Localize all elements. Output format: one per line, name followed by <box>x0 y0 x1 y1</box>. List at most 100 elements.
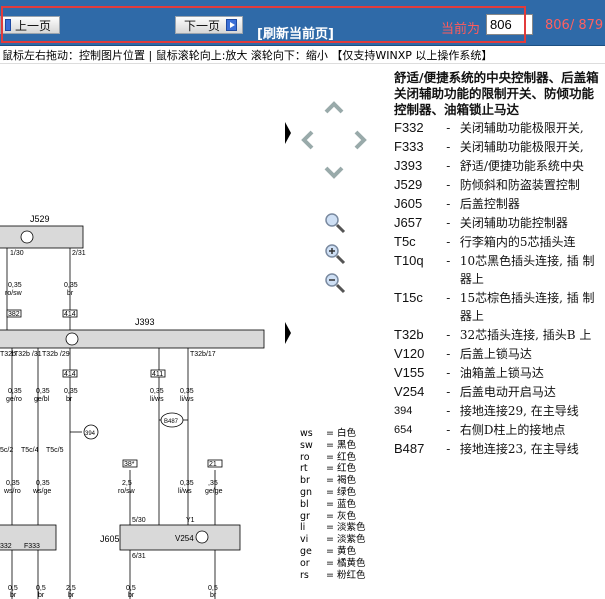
label-t32b31: T32b /31 <box>14 351 42 358</box>
label-j605: J605 <box>100 534 120 544</box>
legend-desc: 10芯黑色插头连接, 插 制器上 <box>459 254 595 286</box>
label-1-30: 1/30 <box>10 250 24 257</box>
wire-color-eq: = <box>326 475 337 487</box>
wire-color-item: li= 淡紫色 <box>300 522 380 534</box>
legend-row: T10q-10芯黑色插头连接, 插 制器上 <box>394 252 605 288</box>
legend-row: J657-关闭辅助功能控制器 <box>394 214 605 232</box>
wire-color-name: 橘黄色 <box>336 557 366 569</box>
label-t5c5: T5c/5 <box>46 447 64 454</box>
label-c4: 0,35 <box>150 388 164 395</box>
label-b487: B487 <box>164 419 179 425</box>
wire-color-name: 黄色 <box>336 545 356 557</box>
wire-color-code: ws <box>300 428 313 439</box>
wire-color-item: ge= 黄色 <box>300 546 380 558</box>
label-c2c: ge/bl <box>34 396 50 403</box>
label-b3: 2,5 <box>66 585 76 592</box>
label-414: 414 <box>64 311 76 318</box>
legend-dash: - <box>446 197 451 211</box>
wire-color-name: 淡紫色 <box>336 522 366 534</box>
wire-color-eq: = <box>326 569 337 581</box>
label-d1c: ws/ro <box>3 488 21 495</box>
legend-row: V120-后盖上锁马达 <box>394 345 605 363</box>
legend-code: J393 <box>394 158 423 173</box>
label-c1: 0,35 <box>8 388 22 395</box>
wire-color-eq: = <box>326 428 337 439</box>
legend-code: F333 <box>394 139 424 154</box>
label-d4c: li/ws <box>178 488 192 495</box>
label-b2c: br <box>38 592 45 599</box>
wire-color-code: rt <box>300 463 308 475</box>
legend-desc: 舒适/便捷功能系统中央 <box>459 159 584 173</box>
label-j393: J393 <box>135 317 155 327</box>
label-382: 382 <box>8 311 20 318</box>
label-b5: 0,5 <box>208 585 218 592</box>
label-414b: 414 <box>64 371 76 378</box>
wiring-diagram[interactable]: J529 J393 J605 V254 F333 1/30 2/31 0,35 … <box>0 88 266 599</box>
wire-color-name: 白色 <box>336 428 356 439</box>
label-c5c: li/ws <box>180 396 194 403</box>
right-arrow-icon <box>226 19 238 31</box>
left-edge-arrow-icon[interactable] <box>285 122 291 144</box>
legend-dash: - <box>446 254 451 268</box>
label-c1c: ge/ro <box>6 396 22 403</box>
legend-row: J393-舒适/便捷功能系统中央 <box>394 157 605 175</box>
usage-hint: 鼠标左右拖动：控制图片位置 | 鼠标滚轮向上:放大 滚轮向下：缩小 【仅支持WI… <box>0 47 605 64</box>
legend-desc: 右侧D柱上的接地点 <box>459 423 566 437</box>
page-number-input[interactable] <box>486 14 533 35</box>
label-2-31: 2/31 <box>72 250 86 257</box>
label-d5: ,35 <box>208 480 218 487</box>
label-d5c: ge/ge <box>205 488 223 495</box>
label-21: 21 <box>209 461 217 468</box>
legend-row: J529-防倾斜和防盗装置控制 <box>394 176 605 194</box>
label-c2: 0,35 <box>36 388 50 395</box>
zoom-reset-icon[interactable] <box>325 213 346 234</box>
wire-color-code: ro <box>300 451 310 463</box>
prev-page-label: 上一页 <box>15 18 52 33</box>
label-6-31: 6/31 <box>132 553 146 560</box>
legend-dash: - <box>446 442 451 456</box>
wire-color-name: 灰色 <box>336 510 356 522</box>
wire-color-name: 粉红色 <box>336 569 366 581</box>
legend-row: F332-关闭辅助功能极限开关, <box>394 119 605 137</box>
label-d2: 0,35 <box>36 480 50 487</box>
wire-color-name: 黑色 <box>336 439 356 451</box>
wire-color-code: gn <box>300 486 313 498</box>
wire-color-eq: = <box>326 451 337 463</box>
label-s1c: ro/sw <box>5 290 23 297</box>
wire-color-item: rt= 红色 <box>300 463 380 475</box>
label-d2c: ws/ge <box>32 488 51 495</box>
label-c5: 0,35 <box>180 388 194 395</box>
pan-left-icon[interactable] <box>301 130 314 150</box>
legend-desc: 15芯棕色插头连接, 插 制器上 <box>459 291 595 323</box>
legend-dash: - <box>446 291 451 305</box>
label-d4: 0,35 <box>180 480 194 487</box>
wire-color-item: ro = 红色 <box>300 452 380 464</box>
legend-desc: 关闭辅助功能极限开关, <box>459 140 584 154</box>
refresh-page-link[interactable]: [刷新当前页] <box>257 27 334 42</box>
label-s2c: br <box>67 290 74 297</box>
label-v254: V254 <box>175 534 194 543</box>
legend-dash: - <box>446 328 451 342</box>
label-b1c: br <box>10 592 17 599</box>
next-page-button[interactable]: 下一页 <box>175 16 243 34</box>
wire-color-eq: = <box>326 545 337 557</box>
left-arrow-icon <box>5 19 11 31</box>
pan-down-icon[interactable] <box>324 166 344 179</box>
wire-color-eq: = <box>326 498 337 510</box>
wire-color-name: 红色 <box>336 451 356 463</box>
next-image-arrow-icon[interactable] <box>285 322 291 344</box>
zoom-out-icon[interactable] <box>325 273 346 294</box>
legend-code: B487 <box>394 441 425 456</box>
zoom-in-icon[interactable] <box>325 244 346 265</box>
prev-page-button[interactable]: 上一页 <box>0 16 60 34</box>
pan-up-icon[interactable] <box>324 101 344 114</box>
label-c4c: li/ws <box>150 396 164 403</box>
label-t32b: T32b <box>0 351 16 358</box>
wire-color-code: bl <box>300 498 309 510</box>
wire-color-eq: = <box>326 522 337 534</box>
legend-dash: - <box>446 178 451 192</box>
legend-code: V254 <box>394 384 425 399</box>
wire-color-name: 淡紫色 <box>336 534 366 546</box>
pan-right-icon[interactable] <box>354 130 367 150</box>
label-d3c: ro/sw <box>118 488 136 495</box>
